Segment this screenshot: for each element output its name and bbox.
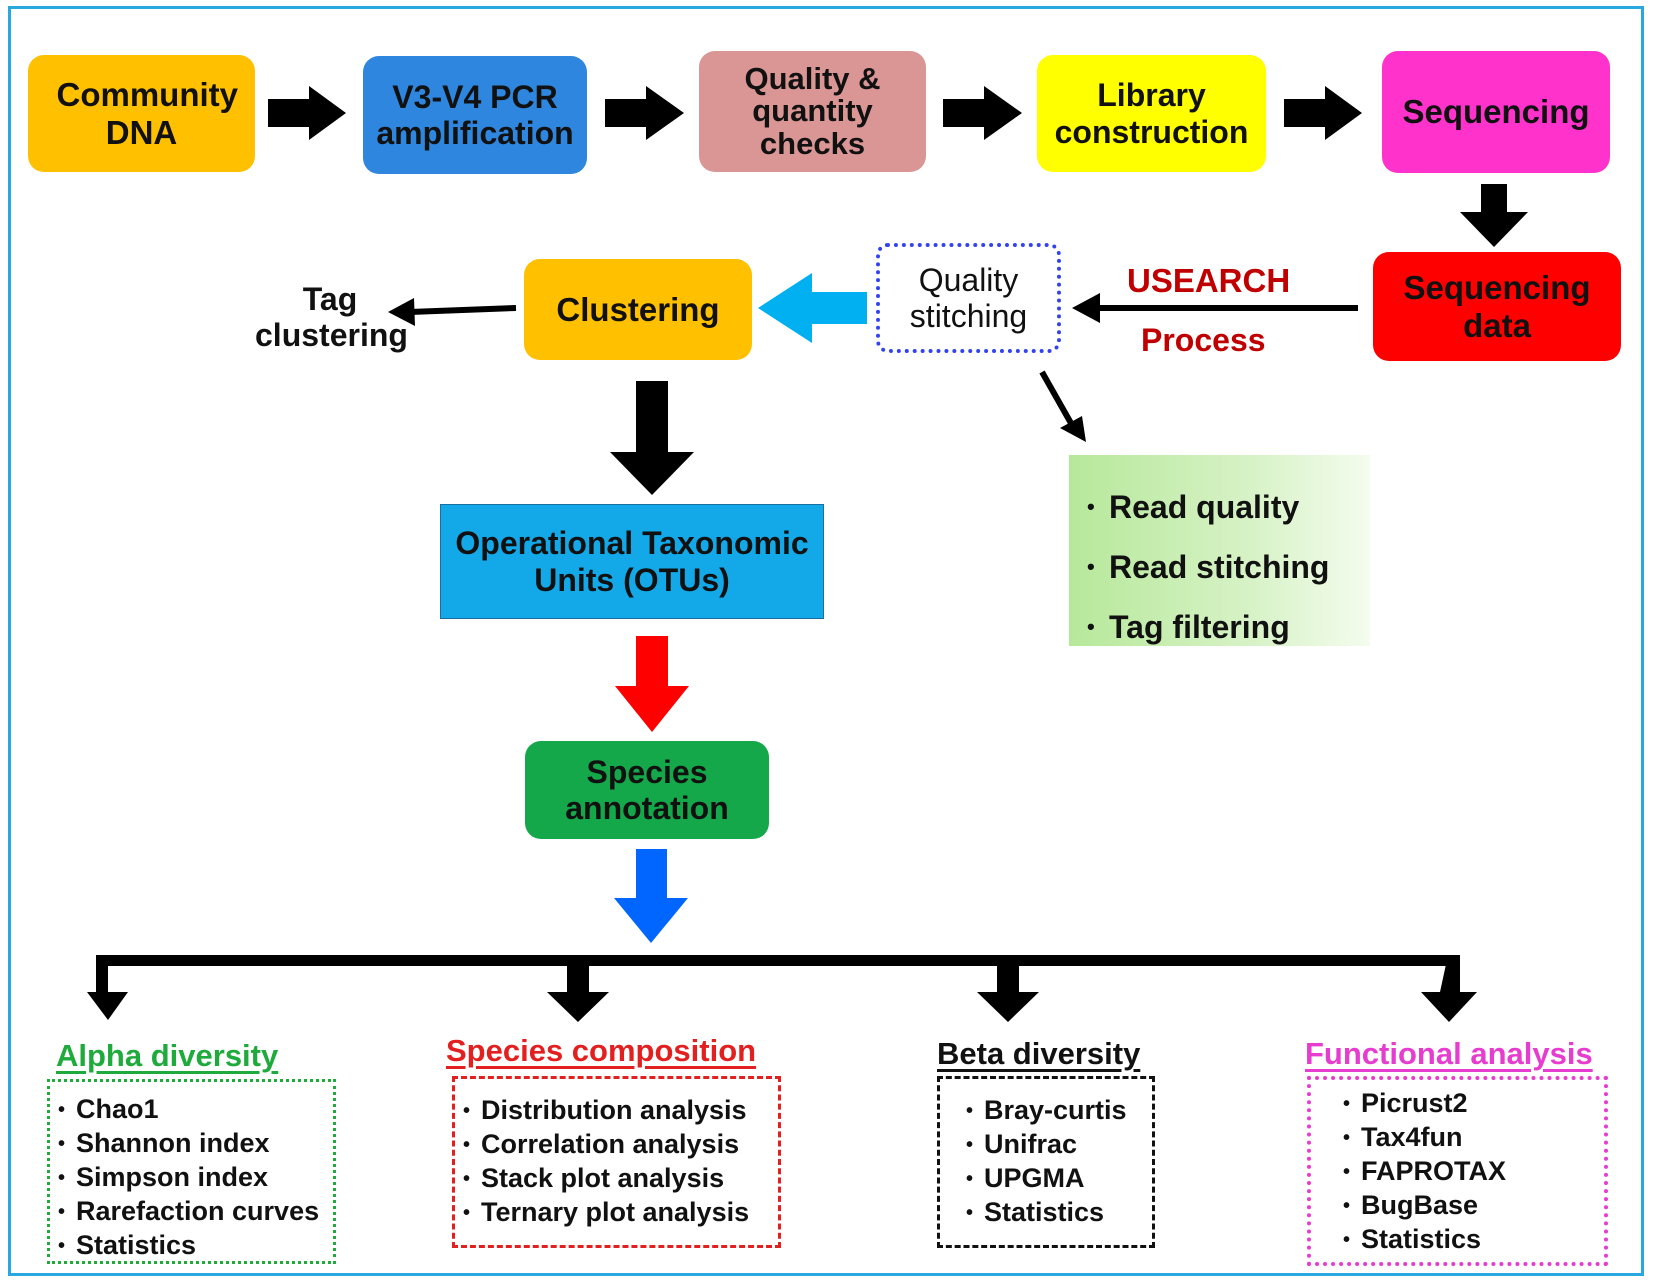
- list-item: Correlation analysis: [463, 1127, 778, 1161]
- process-label: Process: [1141, 322, 1266, 358]
- usearch-label: USEARCH: [1127, 262, 1291, 299]
- library-construction-box: Library construction: [1037, 55, 1266, 172]
- arrow-data-to-stitching-head: [1072, 293, 1100, 323]
- arrow-quality-to-library: [943, 86, 1022, 140]
- distribution-bar: [96, 955, 1460, 966]
- beta-diversity-list: Bray-curtis Unifrac UPGMA Statistics: [937, 1076, 1155, 1248]
- alpha-diversity-list: Chao1 Shannon index Simpson index Rarefa…: [47, 1079, 336, 1264]
- clustering-box: Clustering: [524, 259, 752, 360]
- species-composition-list: Distribution analysis Correlation analys…: [452, 1076, 781, 1248]
- arrow-to-tag-clustering-head: [388, 298, 415, 326]
- arrow-dna-to-pcr: [268, 86, 346, 140]
- community-dna-label: Community DNA: [56, 76, 239, 151]
- quality-checks-box: Quality & quantity checks: [699, 51, 926, 172]
- detail-item-read-quality: •Read quality: [1087, 489, 1300, 525]
- list-item: Rarefaction curves: [58, 1194, 333, 1228]
- stitching-detail-box: •Read quality •Read stitching •Tag filte…: [1069, 455, 1370, 646]
- diagram-frame: [8, 6, 1644, 1276]
- drop-arrow-alpha: [87, 955, 128, 1020]
- list-item: FAPROTAX: [1343, 1154, 1604, 1188]
- arrow-to-detail-head: [1060, 416, 1086, 442]
- arrow-otus-to-annotation: [615, 636, 689, 732]
- drop-arrow-beta: [977, 955, 1039, 1022]
- list-item: Statistics: [966, 1195, 1152, 1229]
- list-item: Statistics: [58, 1228, 333, 1262]
- list-item: Picrust2: [1343, 1086, 1604, 1120]
- sequencing-box: Sequencing: [1382, 51, 1610, 173]
- quality-stitching-box: Quality stitching: [876, 243, 1061, 353]
- list-item: Simpson index: [58, 1160, 333, 1194]
- otus-label: Operational Taxonomic Units (OTUs): [455, 525, 809, 598]
- arrow-to-tag-clustering-line: [409, 305, 517, 315]
- species-annotation-box: Species annotation: [525, 741, 769, 839]
- arrow-library-to-sequencing: [1284, 86, 1362, 140]
- arrow-sequencing-to-data: [1460, 184, 1528, 247]
- clustering-label: Clustering: [556, 290, 720, 328]
- functional-analysis-list: Picrust2 Tax4fun FAPROTAX BugBase Statis…: [1307, 1076, 1608, 1266]
- species-composition-heading: Species composition: [446, 1033, 757, 1068]
- list-item: Chao1: [58, 1092, 333, 1126]
- pcr-amplification-box: V3-V4 PCR amplification: [363, 56, 587, 174]
- functional-analysis-heading: Functional analysis: [1305, 1036, 1593, 1071]
- list-item: Distribution analysis: [463, 1093, 778, 1127]
- drop-arrow-functional: [1421, 955, 1477, 1022]
- community-dna-box: Community DNA: [28, 55, 255, 172]
- list-item: UPGMA: [966, 1161, 1152, 1195]
- otus-box: Operational Taxonomic Units (OTUs): [440, 504, 824, 619]
- list-item: Bray-curtis: [966, 1093, 1152, 1127]
- arrow-clustering-to-otus: [610, 381, 694, 495]
- arrow-stitching-to-clustering: [758, 273, 867, 343]
- beta-diversity-heading: Beta diversity: [937, 1036, 1141, 1071]
- tag-clustering-label: Tag clustering: [248, 276, 412, 358]
- detail-item-read-stitching: •Read stitching: [1087, 549, 1330, 585]
- sequencing-data-box: Sequencing data: [1373, 252, 1621, 361]
- tag-clustering-text: Tag clustering: [255, 280, 408, 353]
- alpha-diversity-heading: Alpha diversity: [56, 1038, 279, 1073]
- list-item: Unifrac: [966, 1127, 1152, 1161]
- sequencing-data-label: Sequencing data: [1403, 269, 1591, 344]
- arrow-to-detail-line: [1039, 370, 1075, 427]
- quality-stitching-label: Quality stitching: [909, 261, 1028, 334]
- list-item: Shannon index: [58, 1126, 333, 1160]
- library-construction-label: Library construction: [1054, 77, 1249, 150]
- drop-arrow-species: [547, 955, 609, 1022]
- list-item: Statistics: [1343, 1222, 1604, 1256]
- list-item: BugBase: [1343, 1188, 1604, 1222]
- arrow-annotation-to-analyses: [614, 849, 688, 943]
- arrow-pcr-to-quality: [605, 86, 684, 140]
- list-item: Stack plot analysis: [463, 1161, 778, 1195]
- list-item: Ternary plot analysis: [463, 1195, 778, 1229]
- list-item: Tax4fun: [1343, 1120, 1604, 1154]
- pcr-amplification-label: V3-V4 PCR amplification: [376, 78, 574, 151]
- species-annotation-label: Species annotation: [565, 753, 729, 826]
- detail-item-tag-filtering: •Tag filtering: [1087, 609, 1290, 645]
- sequencing-label: Sequencing: [1402, 93, 1590, 131]
- quality-checks-label: Quality & quantity checks: [744, 60, 881, 161]
